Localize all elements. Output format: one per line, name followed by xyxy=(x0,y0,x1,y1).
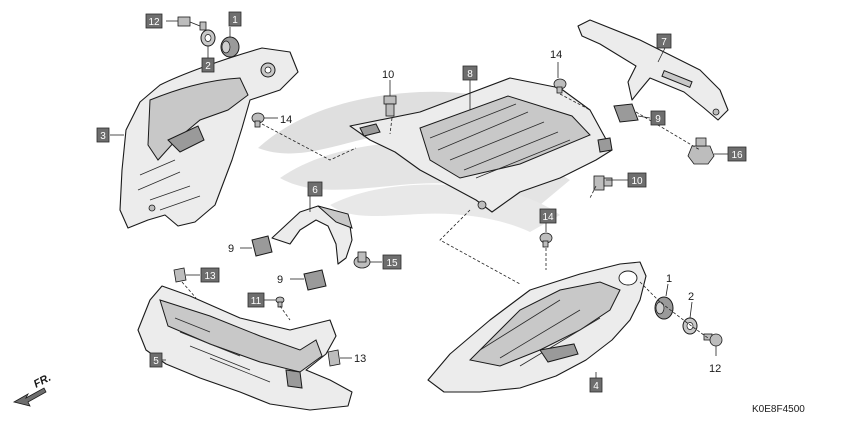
svg-text:9: 9 xyxy=(228,243,234,255)
part-10-bolt-right[interactable] xyxy=(593,175,613,191)
part-2-washer-top[interactable] xyxy=(200,29,216,47)
callout-14-right: 14 xyxy=(550,49,562,61)
callout-2-right: 2 xyxy=(688,291,694,303)
part-5-lower-cowl[interactable] xyxy=(137,285,353,411)
svg-text:10: 10 xyxy=(382,69,394,81)
part-1-grommet-top[interactable] xyxy=(220,36,240,58)
callout-7: 7 xyxy=(656,33,672,49)
svg-text:1: 1 xyxy=(232,15,238,26)
front-direction-arrow: FR. xyxy=(12,372,53,407)
callout-12-top: 12 xyxy=(145,13,163,29)
svg-text:12: 12 xyxy=(148,17,160,28)
svg-text:2: 2 xyxy=(688,291,694,303)
part-15-bolt[interactable] xyxy=(353,251,371,269)
callout-9-lower: 9 xyxy=(277,274,283,286)
part-13-clip-top[interactable] xyxy=(173,267,187,283)
callout-5: 5 xyxy=(149,352,163,368)
front-direction-label: FR. xyxy=(32,372,53,391)
part-10-bolt-center[interactable] xyxy=(383,95,397,117)
svg-text:5: 5 xyxy=(153,356,159,367)
callout-10-right: 10 xyxy=(627,172,647,188)
svg-text:12: 12 xyxy=(709,363,721,375)
callout-14-lower: 14 xyxy=(539,208,557,224)
callout-12-right: 12 xyxy=(709,363,721,375)
part-6-stay[interactable] xyxy=(271,205,353,265)
svg-text:4: 4 xyxy=(593,381,599,392)
part-3-side-cover[interactable] xyxy=(119,47,299,229)
part-14-screw-left[interactable] xyxy=(251,112,265,128)
part-7-bracket[interactable] xyxy=(577,19,729,121)
svg-text:3: 3 xyxy=(100,131,106,142)
svg-text:7: 7 xyxy=(661,37,667,48)
part-12-bolt-top[interactable] xyxy=(177,16,207,31)
part-1-grommet-right[interactable] xyxy=(654,296,674,320)
callout-4: 4 xyxy=(589,377,603,393)
svg-text:9: 9 xyxy=(655,114,661,125)
callout-15: 15 xyxy=(382,254,402,270)
callout-10-top: 10 xyxy=(382,69,394,81)
callout-11: 11 xyxy=(247,292,265,308)
diagram-code: K0E8F4500 xyxy=(752,404,805,415)
svg-text:14: 14 xyxy=(280,114,292,126)
svg-text:13: 13 xyxy=(204,271,216,282)
part-9-clip-lower[interactable] xyxy=(303,269,327,291)
callout-3: 3 xyxy=(96,127,110,143)
svg-text:15: 15 xyxy=(386,258,398,269)
callout-13-top: 13 xyxy=(200,267,220,283)
callout-9-left: 9 xyxy=(228,243,234,255)
svg-text:10: 10 xyxy=(631,176,643,187)
svg-text:16: 16 xyxy=(731,150,743,161)
svg-text:14: 14 xyxy=(550,49,562,61)
part-9-clip-left[interactable] xyxy=(251,235,273,257)
callout-13-bottom: 13 xyxy=(354,353,366,365)
part-16-bolt[interactable] xyxy=(687,137,715,165)
part-4-lower-cowl-right[interactable] xyxy=(427,261,647,393)
svg-text:11: 11 xyxy=(251,296,262,307)
callout-8: 8 xyxy=(462,65,478,81)
callout-1-top: 1 xyxy=(228,11,242,27)
leader-lines xyxy=(110,20,728,380)
callout-16: 16 xyxy=(727,146,747,162)
part-2-washer-right[interactable] xyxy=(682,317,698,335)
part-13-clip-bottom[interactable] xyxy=(327,349,341,367)
part-9-clip-upper[interactable] xyxy=(613,103,639,123)
svg-text:14: 14 xyxy=(542,212,554,223)
part-14-screw-lower[interactable] xyxy=(539,232,553,248)
svg-text:1: 1 xyxy=(666,273,672,285)
part-12-bolt-right[interactable] xyxy=(703,333,723,347)
svg-text:8: 8 xyxy=(467,69,473,80)
callout-9-upper: 9 xyxy=(650,110,666,126)
part-14-screw-right[interactable] xyxy=(553,78,567,94)
callout-2-top: 2 xyxy=(201,57,215,73)
part-8-under-cover[interactable] xyxy=(349,77,613,213)
callout-14-left: 14 xyxy=(280,114,292,126)
svg-text:13: 13 xyxy=(354,353,366,365)
svg-text:6: 6 xyxy=(312,185,318,196)
callout-6: 6 xyxy=(307,181,323,197)
part-11-screw[interactable] xyxy=(275,296,285,308)
svg-text:2: 2 xyxy=(205,61,211,72)
svg-text:9: 9 xyxy=(277,274,283,286)
callout-1-right: 1 xyxy=(666,273,672,285)
